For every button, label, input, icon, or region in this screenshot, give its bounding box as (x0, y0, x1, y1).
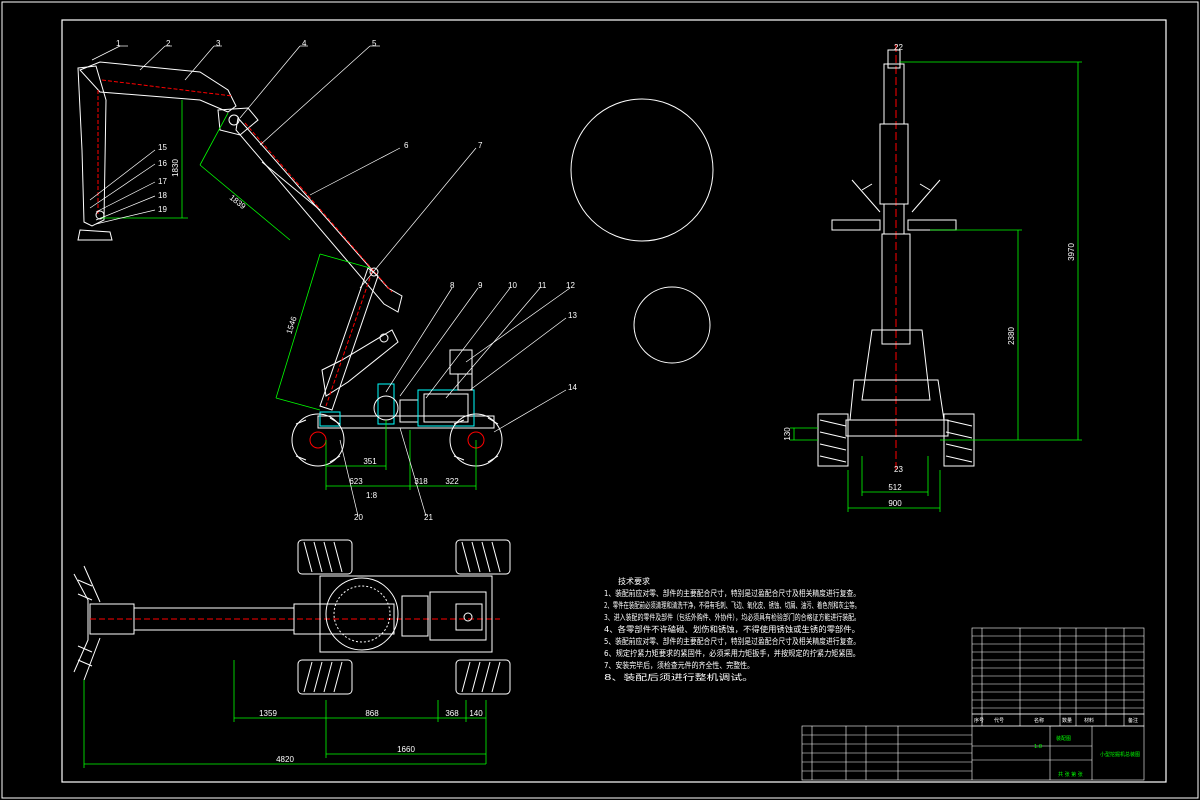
balloon: 6 (404, 141, 409, 150)
dim-318: 318 (414, 477, 428, 486)
balloon: 22 (894, 43, 903, 52)
note-6: 6、规定拧紧力矩要求的紧固件，必须采用力矩扳手，并按规定的拧紧力矩紧固。 (604, 648, 860, 658)
plan-wheel-4 (455, 659, 511, 695)
balloon: 9 (478, 281, 483, 290)
balloon: 2 (166, 39, 171, 48)
note-5: 5、装配前应对零、部件的主要配合尺寸，特别是过盈配合尺寸及相关精度进行复查。 (604, 636, 860, 646)
balloon: 14 (568, 383, 577, 392)
side-view-dimensions (100, 100, 477, 490)
note-1: 1、装配前应对零、部件的主要配合尺寸，特别是过盈配合尺寸及相关精度进行复查。 (604, 588, 860, 598)
balloon: 7 (478, 141, 483, 150)
dim-512: 512 (888, 483, 902, 492)
balloon: 13 (568, 311, 577, 320)
balloon-labels: 1 2 3 4 5 6 7 8 9 10 11 12 13 14 15 16 1… (116, 39, 903, 522)
note-2: 2、零件在装配前必须清理和清洗干净，不得有毛刺、飞边、氧化皮、锈蚀、切屑、油污、… (604, 600, 860, 610)
dim-140: 140 (469, 709, 483, 718)
col-material: 材料 (1084, 717, 1094, 724)
plan-wheel-3 (297, 659, 353, 695)
large-circle (570, 98, 714, 242)
balloon: 1 (116, 39, 121, 48)
plan-dim-texts: 1359 868 368 140 1660 4820 (259, 709, 483, 764)
note-8: 8、装配后须进行整机调试。 (604, 672, 754, 682)
col-code: 代号 (994, 717, 1004, 724)
balloon: 15 (158, 143, 167, 152)
drawing-title: 小型挖掘机总装图 (1100, 751, 1140, 758)
balloon: 18 (158, 191, 167, 200)
dim-1830: 1830 (171, 159, 180, 177)
dim-1359: 1359 (259, 709, 277, 718)
inner-frame (61, 19, 1167, 783)
dim-1660: 1660 (397, 745, 415, 754)
dim-2380: 2380 (1007, 327, 1016, 345)
small-circle (633, 286, 711, 364)
col-name: 名称 (1034, 717, 1044, 724)
balloon: 21 (424, 513, 433, 522)
notes-title: 技术要求 (618, 576, 650, 586)
drawing-scale: 1:8 (1034, 744, 1042, 750)
front-dim-texts: 3970 2380 130 512 900 (783, 243, 1076, 508)
dim-130: 130 (783, 427, 792, 441)
dim-900: 900 (888, 499, 902, 508)
dim-868: 868 (365, 709, 379, 718)
side-view (77, 61, 503, 467)
side-dim-texts: 1830 1839 1546 351 623 318 322 1:8 (171, 159, 459, 500)
dim-1839: 1839 (228, 193, 248, 211)
title-block (801, 725, 1145, 781)
note-3: 3、进入装配的零件及部件（包括外购件、外协件），均必须具有检验部门的合格证方能进… (604, 612, 860, 622)
balloon: 20 (354, 513, 363, 522)
company-name: 装配图 (1056, 735, 1071, 742)
sheet-info: 共 张 第 张 (1058, 771, 1083, 778)
balloon: 3 (216, 39, 221, 48)
dim-1546: 1546 (285, 315, 299, 335)
dim-322: 322 (445, 477, 459, 486)
dim-351: 351 (363, 457, 377, 466)
col-remark: 备注 (1128, 717, 1138, 724)
side-wheel-left (291, 413, 345, 467)
balloon: 8 (450, 281, 455, 290)
col-seq: 序号 (974, 717, 984, 724)
dim-368: 368 (445, 709, 459, 718)
front-view-dimensions (790, 61, 1082, 512)
dim-623: 623 (349, 477, 363, 486)
balloon: 19 (158, 205, 167, 214)
dim-3970: 3970 (1067, 243, 1076, 261)
balloon: 23 (894, 465, 903, 474)
technical-notes: 技术要求 1、装配前应对零、部件的主要配合尺寸，特别是过盈配合尺寸及相关精度进行… (604, 576, 860, 682)
note-7: 7、安装完毕后，须检查元件的齐全性、完整性。 (604, 660, 754, 670)
balloon: 17 (158, 177, 167, 186)
parts-list-header: 序号 代号 名称 数量 材料 备注 (974, 717, 1138, 724)
front-view (817, 44, 975, 470)
balloon: 4 (302, 39, 307, 48)
plan-wheel-1 (297, 539, 353, 575)
balloon: 10 (508, 281, 517, 290)
balloon: 12 (566, 281, 575, 290)
plan-view-dimensions (83, 660, 487, 768)
balloon: 11 (538, 281, 547, 290)
plan-view (73, 539, 511, 695)
note-4: 4、各零部件不许磕碰、划伤和锈蚀，不得使用锈蚀或生锈的零部件。 (604, 624, 860, 634)
col-qty: 数量 (1062, 717, 1072, 724)
parts-list (971, 627, 1145, 727)
scale-note: 1:8 (366, 491, 378, 500)
balloon: 16 (158, 159, 167, 168)
title-block-texts: 装配图 小型挖掘机总装图 1:8 共 张 第 张 (1034, 735, 1140, 778)
side-view-leaders (89, 45, 571, 517)
dim-4820: 4820 (276, 755, 294, 764)
plan-wheel-2 (455, 539, 511, 575)
balloon: 5 (372, 39, 377, 48)
